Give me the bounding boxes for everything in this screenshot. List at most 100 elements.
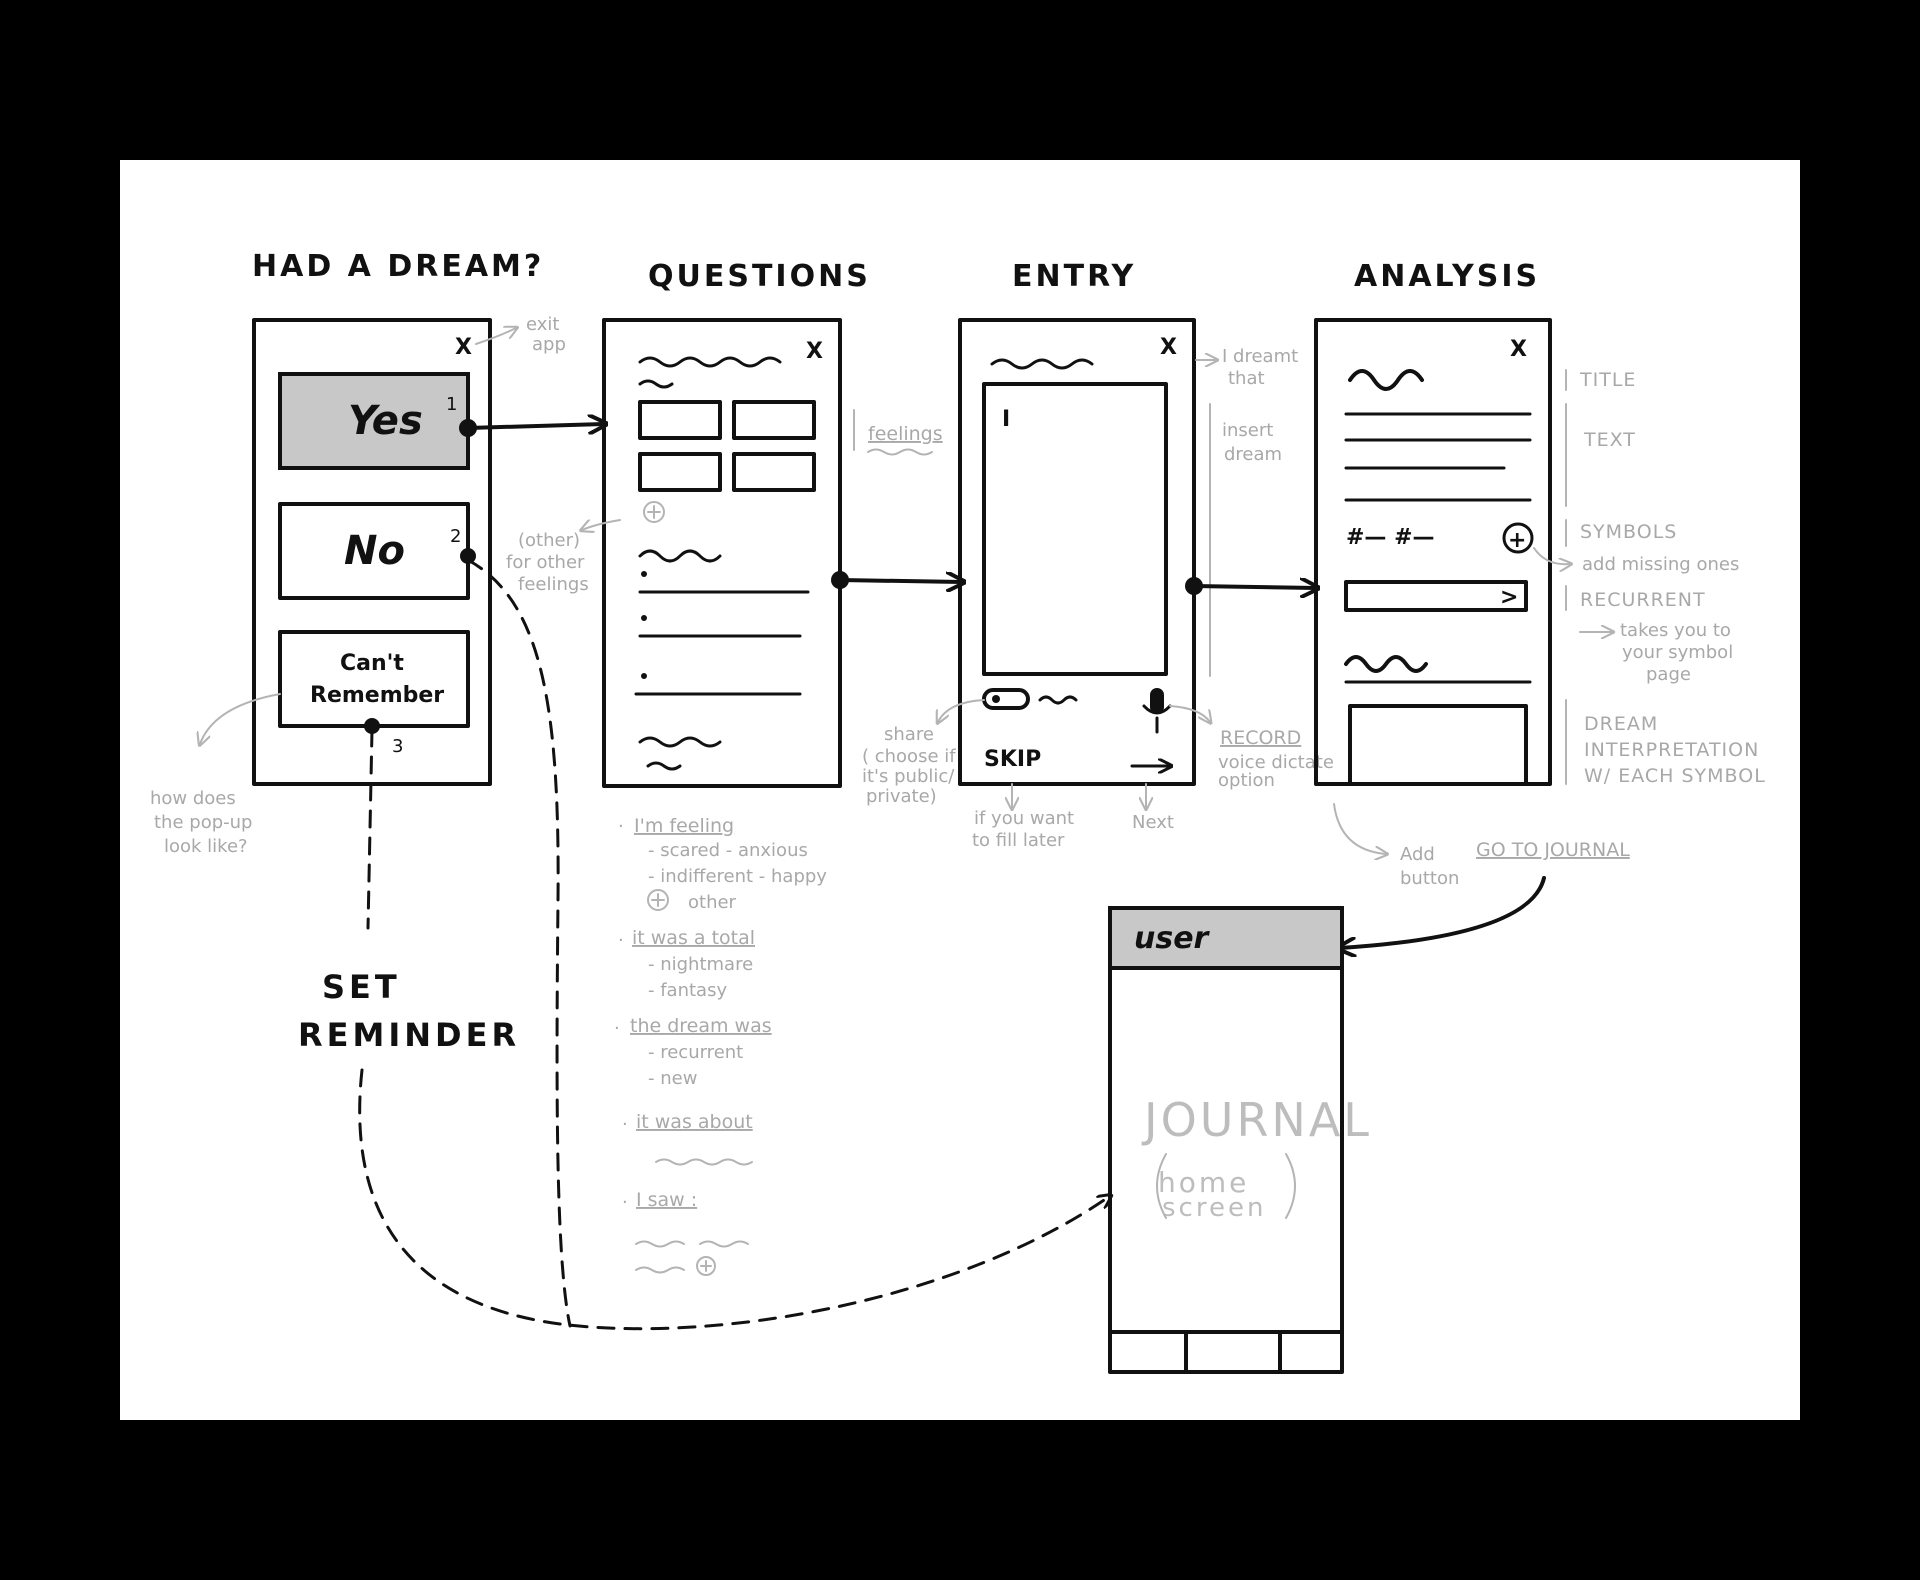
q-saw: I saw : bbox=[636, 1189, 697, 1211]
recurrent-arrow-icon: > bbox=[1500, 585, 1518, 610]
popup-note-arrow bbox=[200, 693, 281, 744]
side-text: TEXT bbox=[1583, 429, 1636, 451]
scribble-sub bbox=[638, 379, 674, 389]
other-note-1: (other) bbox=[518, 530, 580, 551]
record-note-1: voice dictate bbox=[1218, 752, 1334, 773]
microphone-icon[interactable] bbox=[1142, 688, 1172, 734]
q-dream-was: the dream was bbox=[630, 1015, 772, 1037]
feelings-note: feelings bbox=[868, 423, 943, 445]
q-about: it was about bbox=[636, 1111, 753, 1133]
entry-to-analysis-arrow bbox=[1192, 586, 1316, 588]
q-dream-opts-1: - recurrent bbox=[648, 1042, 743, 1063]
reminder-to-journal-dashed bbox=[358, 1068, 1110, 1331]
q-feeling-opts-2: - indifferent - happy bbox=[648, 866, 827, 887]
other-note-2: for other bbox=[506, 552, 585, 573]
share-note-arrow bbox=[938, 699, 985, 722]
feeling-option-2[interactable] bbox=[732, 400, 816, 440]
scribble-footer-sub bbox=[646, 761, 682, 771]
share-toggle[interactable] bbox=[982, 688, 1030, 710]
side-interp-2: INTERPRETATION bbox=[1584, 739, 1759, 761]
journal-user-label[interactable]: user bbox=[1134, 921, 1211, 956]
recurrent-button[interactable] bbox=[1344, 580, 1528, 612]
had-a-dream-title: HAD A DREAM? bbox=[252, 249, 544, 284]
side-takes-2: your symbol bbox=[1622, 642, 1733, 663]
journal-tab-bar[interactable] bbox=[1108, 1330, 1344, 1374]
share-note-1: share bbox=[884, 724, 934, 745]
cant-remember-label-2: Remember bbox=[310, 683, 444, 708]
close-icon[interactable]: X bbox=[806, 339, 823, 364]
close-icon[interactable]: X bbox=[1510, 337, 1527, 362]
skip-button[interactable]: SKIP bbox=[984, 747, 1041, 772]
marker-3: 3 bbox=[392, 736, 403, 757]
side-add-missing: add missing ones bbox=[1582, 554, 1739, 575]
questions-detail-notes: · I'm feeling - scared - anxious - indif… bbox=[614, 815, 827, 1276]
feeling-option-1[interactable] bbox=[638, 400, 722, 440]
side-title: TITLE bbox=[1579, 369, 1636, 391]
fill-later-note-2: to fill later bbox=[972, 830, 1065, 851]
no-button[interactable]: No bbox=[278, 502, 470, 600]
popup-note-2: the pop-up bbox=[154, 812, 252, 833]
add-feeling-plus bbox=[647, 505, 661, 519]
cant-remember-connector-dot bbox=[364, 718, 380, 734]
questions-title: QUESTIONS bbox=[648, 259, 871, 294]
q-dream-opts-2: - new bbox=[648, 1068, 697, 1089]
journal-label: JOURNAL bbox=[1141, 1093, 1372, 1147]
svg-text:·: · bbox=[622, 1192, 628, 1213]
q-feeling-other: other bbox=[688, 892, 737, 913]
scribble-heading bbox=[638, 356, 782, 368]
close-icon[interactable]: X bbox=[1160, 335, 1177, 360]
analysis-title: ANALYSIS bbox=[1354, 259, 1540, 294]
entry-title: ENTRY bbox=[1012, 259, 1136, 294]
marker-1: 1 bbox=[446, 394, 457, 415]
add-feeling-icon[interactable] bbox=[643, 501, 665, 523]
cant-to-reminder-dashed bbox=[366, 728, 374, 930]
symbol-row: #— #— bbox=[1346, 525, 1435, 550]
close-icon[interactable]: X bbox=[455, 335, 472, 360]
q-feeling: I'm feeling bbox=[634, 815, 734, 837]
share-note-4: private) bbox=[866, 786, 937, 807]
svg-text:·: · bbox=[618, 816, 624, 837]
q-feeling-opts-1: - scared - anxious bbox=[648, 840, 808, 861]
interp-scribble bbox=[1344, 655, 1428, 673]
feeling-option-4[interactable] bbox=[732, 452, 816, 492]
svg-text:·: · bbox=[614, 1018, 620, 1039]
feeling-option-3[interactable] bbox=[638, 452, 722, 492]
add-note-sub: button bbox=[1400, 868, 1459, 889]
next-note: Next bbox=[1132, 812, 1174, 833]
exit-note-arrow bbox=[475, 328, 516, 345]
go-to-journal-note: GO TO JOURNAL bbox=[1476, 839, 1630, 861]
no-to-journal-dashed bbox=[466, 558, 572, 1328]
questions-to-entry-arrow bbox=[838, 580, 962, 582]
marker-2: 2 bbox=[450, 526, 461, 547]
no-connector-dot bbox=[460, 548, 476, 564]
cant-remember-button[interactable]: Can't Remember bbox=[278, 630, 470, 728]
add-note-arrow bbox=[1333, 803, 1386, 854]
yes-button-label: Yes bbox=[348, 398, 423, 444]
journal-sub-2: screen bbox=[1162, 1193, 1266, 1223]
popup-note-1: how does bbox=[150, 788, 236, 809]
record-note: RECORD bbox=[1220, 727, 1301, 749]
add-note: Add bbox=[1400, 844, 1435, 865]
dream-text-area[interactable] bbox=[982, 382, 1168, 676]
side-interp-1: DREAM bbox=[1584, 713, 1658, 735]
set-reminder-1: SET bbox=[322, 968, 401, 1006]
insert-note-2: dream bbox=[1224, 444, 1282, 465]
questions-phone-frame bbox=[602, 318, 842, 788]
exit-note-1: exit bbox=[526, 314, 559, 335]
dreamt-note-1: I dreamt bbox=[1222, 346, 1298, 367]
add-symbol-button[interactable] bbox=[1502, 522, 1534, 554]
yes-button[interactable]: Yes bbox=[278, 372, 470, 470]
journal-sub-1: home bbox=[1158, 1166, 1249, 1199]
other-note-3: feelings bbox=[518, 574, 589, 595]
q-total-opts-2: - fantasy bbox=[648, 980, 727, 1001]
scribble-footer bbox=[638, 736, 722, 748]
scribble-entry-heading bbox=[990, 358, 1094, 370]
add-symbol-icon: + bbox=[1508, 528, 1526, 553]
journal-header-bar bbox=[1108, 906, 1344, 970]
fill-later-note-1: if you want bbox=[974, 808, 1074, 829]
q-total: it was a total bbox=[632, 927, 755, 949]
text-cursor: I bbox=[1002, 407, 1010, 432]
analysis-title-scribble bbox=[1348, 369, 1424, 391]
insert-note-1: insert bbox=[1222, 420, 1273, 441]
